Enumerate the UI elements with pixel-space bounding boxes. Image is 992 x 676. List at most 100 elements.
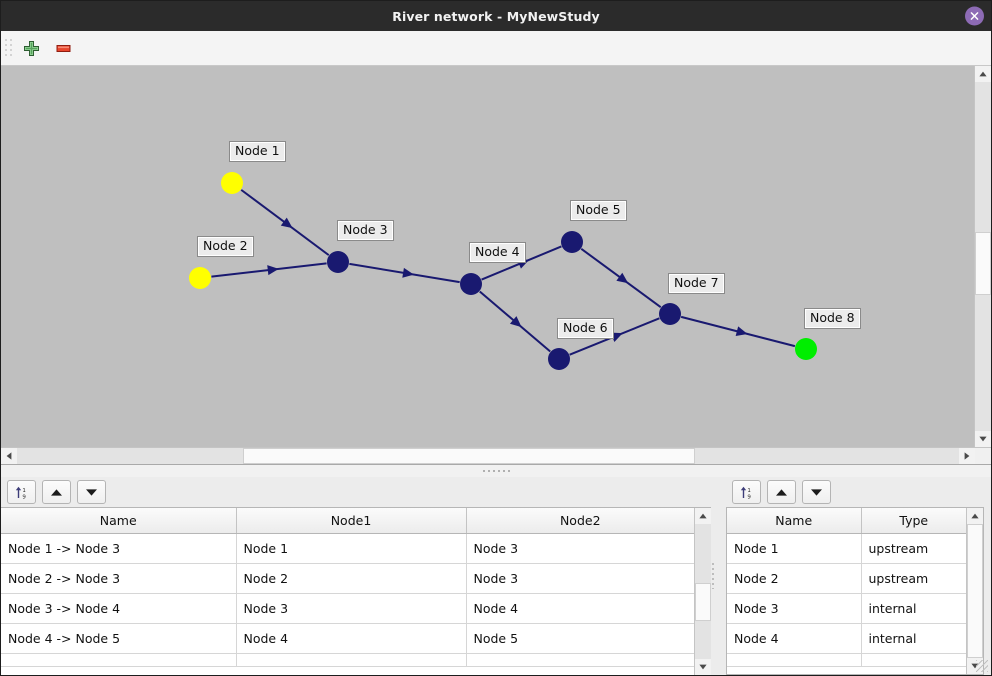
- scroll-track[interactable]: [695, 524, 711, 659]
- graph-node-label[interactable]: Node 7: [668, 273, 725, 294]
- sort-ascending-icon: 1 9: [740, 486, 751, 500]
- scroll-track[interactable]: [975, 82, 991, 431]
- network-graph-svg: [189, 172, 817, 370]
- toolbar-drag-handle[interactable]: [4, 38, 13, 58]
- table-cell[interactable]: Node 1 -> Node 3: [1, 533, 237, 564]
- scroll-down-button[interactable]: [695, 659, 711, 675]
- reaches-move-up-button[interactable]: [42, 480, 71, 504]
- graph-node-label[interactable]: Node 6: [557, 318, 614, 339]
- scroll-right-button[interactable]: [959, 448, 975, 464]
- scroll-thumb[interactable]: [975, 232, 991, 295]
- graph-node[interactable]: [460, 273, 482, 295]
- table-cell[interactable]: internal: [861, 623, 966, 654]
- arrow-up-icon: [51, 488, 62, 496]
- table-cell[interactable]: upstream: [861, 563, 966, 594]
- table-cell[interactable]: Node 1: [727, 533, 862, 564]
- table-cell[interactable]: Node 4: [466, 593, 694, 624]
- main-toolbar: [1, 31, 991, 66]
- scroll-up-button[interactable]: [967, 508, 983, 524]
- graph-node-label[interactable]: Node 1: [229, 141, 286, 162]
- graph-node[interactable]: [795, 338, 817, 360]
- graph-horizontal-scrollbar[interactable]: [1, 447, 991, 464]
- graph-node-label[interactable]: Node 8: [804, 308, 861, 329]
- scroll-thumb[interactable]: [967, 524, 983, 658]
- table-cell[interactable]: upstream: [861, 533, 966, 564]
- table-cell[interactable]: internal: [861, 593, 966, 624]
- table-cell[interactable]: Node 2: [727, 563, 862, 594]
- table-cell[interactable]: Node 2: [236, 563, 467, 594]
- graph-node-label[interactable]: Node 2: [197, 236, 254, 257]
- graph-edge-arrow: [509, 316, 522, 328]
- column-header-type[interactable]: Type: [861, 508, 966, 534]
- table-cell[interactable]: [236, 653, 467, 667]
- graph-node-label[interactable]: Node 4: [469, 242, 526, 263]
- reaches-sort-button[interactable]: 1 9: [7, 480, 36, 504]
- graph-node[interactable]: [659, 303, 681, 325]
- graph-node[interactable]: [327, 251, 349, 273]
- table-cell[interactable]: Node 3: [236, 593, 467, 624]
- scroll-thumb[interactable]: [695, 583, 711, 622]
- column-header-name[interactable]: Name: [727, 508, 862, 534]
- graph-node[interactable]: [189, 267, 211, 289]
- table-cell[interactable]: Node 5: [466, 623, 694, 654]
- nodes-move-up-button[interactable]: [767, 480, 796, 504]
- scroll-down-button[interactable]: [967, 658, 983, 674]
- scroll-up-button[interactable]: [975, 66, 991, 82]
- scroll-left-button[interactable]: [1, 448, 17, 464]
- column-header-node2[interactable]: Node2: [466, 508, 694, 534]
- scroll-thumb[interactable]: [243, 448, 696, 464]
- table-cell[interactable]: [861, 653, 966, 667]
- close-button[interactable]: [965, 6, 984, 26]
- table-cell[interactable]: Node 4: [727, 623, 862, 654]
- scroll-track[interactable]: [17, 448, 959, 464]
- graph-node[interactable]: [221, 172, 243, 194]
- graph-edge-arrow: [280, 217, 293, 229]
- nodes-vertical-scrollbar[interactable]: [966, 508, 983, 674]
- column-header-node1[interactable]: Node1: [236, 508, 467, 534]
- graph-vertical-scrollbar[interactable]: [974, 66, 991, 447]
- add-node-button[interactable]: [17, 34, 45, 62]
- network-canvas[interactable]: Node 1 Node 2 Node 3 Node 4 Node 5 Node 6 Node…: [1, 66, 974, 447]
- table-cell[interactable]: Node 3 -> Node 4: [1, 593, 237, 624]
- table-cell[interactable]: [466, 653, 694, 667]
- graph-node[interactable]: [548, 348, 570, 370]
- graph-node[interactable]: [561, 231, 583, 253]
- scroll-down-button[interactable]: [975, 431, 991, 447]
- table-header-row: Name Node1 Node2: [1, 508, 694, 534]
- table-cell[interactable]: Node 2 -> Node 3: [1, 563, 237, 594]
- graph-edge-arrow: [610, 332, 623, 342]
- column-header-name[interactable]: Name: [1, 508, 237, 534]
- table-cell[interactable]: Node 1: [236, 533, 467, 564]
- table-cell[interactable]: Node 4 -> Node 5: [1, 623, 237, 654]
- reaches-move-down-button[interactable]: [77, 480, 106, 504]
- table-row[interactable]: [727, 653, 966, 667]
- scroll-up-button[interactable]: [695, 508, 711, 524]
- scroll-track[interactable]: [967, 524, 983, 658]
- horizontal-splitter[interactable]: [1, 464, 991, 477]
- table-row[interactable]: [1, 653, 694, 667]
- reaches-vertical-scrollbar[interactable]: [694, 508, 711, 675]
- graph-node-label[interactable]: Node 5: [570, 200, 627, 221]
- table-cell[interactable]: Node 3: [727, 593, 862, 624]
- panels-vertical-splitter[interactable]: [711, 477, 715, 675]
- delete-minus-icon: [56, 44, 70, 52]
- graph-node-label[interactable]: Node 3: [337, 220, 394, 241]
- table-cell[interactable]: Node 4: [236, 623, 467, 654]
- table-cell[interactable]: Node 3: [466, 563, 694, 594]
- delete-node-button[interactable]: [49, 34, 77, 62]
- nodes-sort-button[interactable]: 1 9: [732, 480, 761, 504]
- table-cell[interactable]: [727, 653, 862, 667]
- nodes-move-down-button[interactable]: [802, 480, 831, 504]
- table-cell[interactable]: [1, 653, 237, 667]
- table-cell[interactable]: Node 3: [466, 533, 694, 564]
